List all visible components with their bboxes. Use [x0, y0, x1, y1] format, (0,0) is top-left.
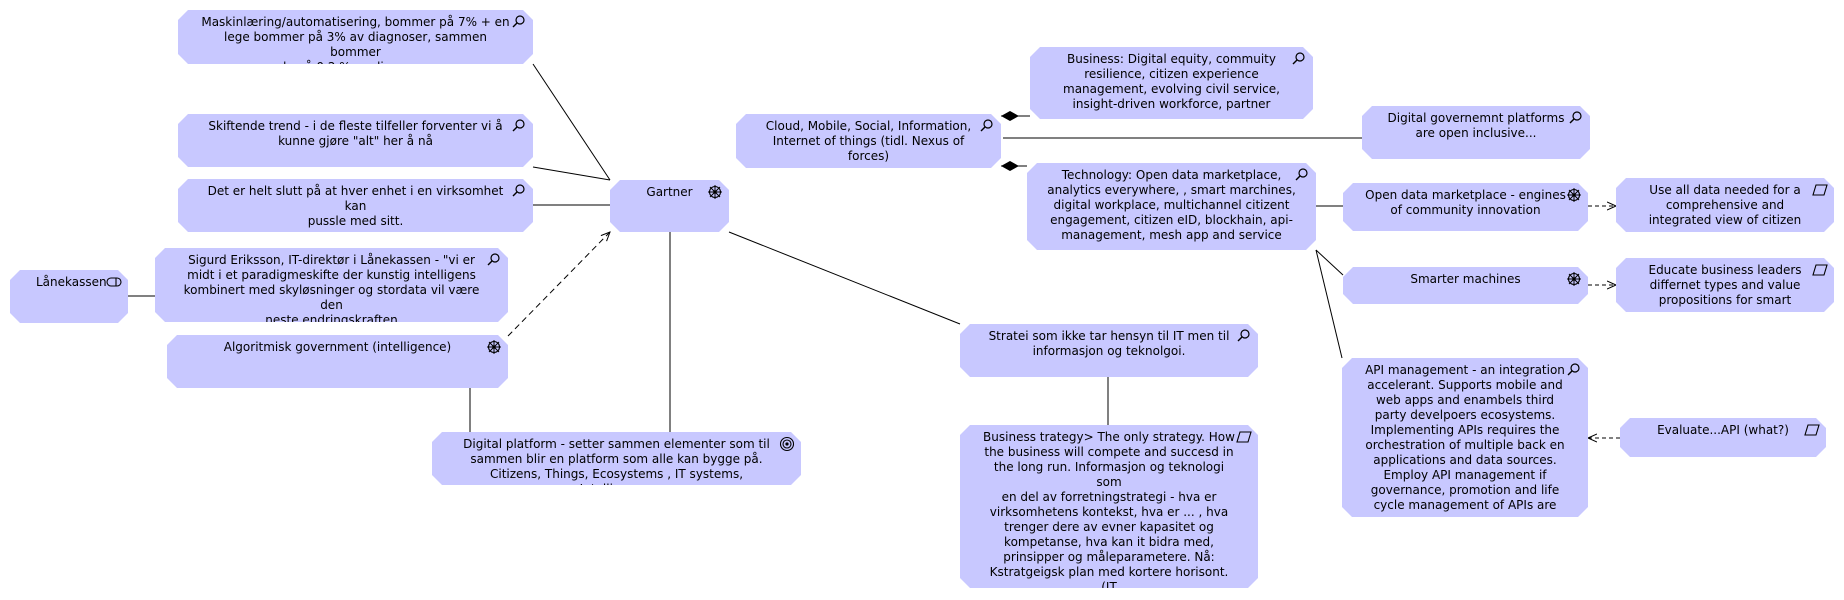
node-open-data-marketplace[interactable]: Open data marketplace - engines of commu…	[1343, 183, 1588, 231]
edge-tech-api	[1315, 249, 1343, 359]
magnifier-icon	[1291, 51, 1307, 67]
node-maskinlaering[interactable]: Maskinlæring/automatisering, bommer på 7…	[178, 10, 533, 64]
edge-tech-smarter	[1315, 249, 1344, 276]
node-label: Maskinlæring/automatisering, bommer på 7…	[201, 15, 510, 59]
magnifier-icon	[511, 118, 527, 134]
requirement-icon	[1236, 429, 1252, 445]
node-label: Digital platform - setter sammen element…	[463, 437, 770, 481]
magnifier-icon	[1236, 328, 1252, 344]
node-label: Cloud, Mobile, Social, Information, Inte…	[765, 119, 972, 163]
node-business[interactable]: Business: Digital equity, commuity resil…	[1030, 47, 1313, 119]
node-helt-slutt[interactable]: Det er helt slutt på at hver enhet i en …	[178, 179, 533, 232]
magnifier-icon	[511, 14, 527, 30]
node-skiftende-trend[interactable]: Skiftende trend - i de fleste tilfeller …	[178, 114, 533, 167]
node-label: Evaluate...API (what?)	[1657, 423, 1789, 437]
node-label: Business: Digital equity, commuity resil…	[1063, 52, 1280, 111]
node-label: Digital governemnt platforms are open in…	[1387, 111, 1565, 140]
edge-skift-gartner	[532, 166, 611, 181]
node-sigurd-eriksson[interactable]: Sigurd Eriksson, IT-direktør i Lånekasse…	[155, 248, 508, 322]
node-use-all-data[interactable]: Use all data needed for a comprehensive …	[1616, 178, 1834, 232]
node-label: Skiftende trend - i de fleste tilfeller …	[208, 119, 503, 148]
node-digital-platform[interactable]: Digital platform - setter sammen element…	[432, 432, 801, 485]
magnifier-icon	[1568, 110, 1584, 126]
driver-icon	[1566, 271, 1582, 287]
node-label: Lånekassen	[36, 275, 107, 289]
edge-gartner-stratei	[728, 231, 961, 325]
requirement-icon	[1812, 182, 1828, 198]
node-cloud-mobile-social[interactable]: Cloud, Mobile, Social, Information, Inte…	[736, 114, 1001, 168]
node-smarter-machines[interactable]: Smarter machines	[1343, 267, 1588, 304]
role-icon	[106, 274, 122, 290]
node-label: Business trategy> The only strategy. How…	[983, 430, 1235, 588]
node-label: Open data marketplace - engines of commu…	[1365, 188, 1566, 217]
node-educate-business-leaders[interactable]: Educate business leaders differnet types…	[1616, 258, 1834, 312]
node-label: Educate business leaders differnet types…	[1648, 263, 1802, 307]
goal-icon	[779, 436, 795, 452]
magnifier-icon	[486, 252, 502, 268]
node-business-strategy[interactable]: Business trategy> The only strategy. How…	[960, 425, 1258, 588]
composition-diamond-business	[1001, 111, 1019, 121]
node-label: Gartner	[646, 185, 693, 199]
node-label: Det er helt slutt på at hver enhet i en …	[207, 184, 504, 228]
node-api-management[interactable]: API management - an integration accelera…	[1342, 358, 1588, 517]
edge-maskin-gartner	[532, 63, 611, 181]
requirement-icon	[1804, 422, 1820, 438]
driver-icon	[707, 184, 723, 200]
magnifier-icon	[1294, 167, 1310, 183]
driver-icon	[1566, 187, 1582, 203]
node-laanekassen[interactable]: Lånekassen	[10, 270, 128, 323]
composition-diamond-tech	[1001, 161, 1019, 171]
driver-icon	[486, 339, 502, 355]
magnifier-icon	[511, 183, 527, 199]
node-label: Technology: Open data marketplace, analy…	[1047, 168, 1296, 242]
node-digital-government-platforms[interactable]: Digital governemnt platforms are open in…	[1362, 106, 1590, 159]
node-label: Algoritmisk government (intelligence)	[223, 340, 452, 354]
node-label: Use all data needed for a comprehensive …	[1648, 183, 1802, 227]
requirement-icon	[1812, 262, 1828, 278]
node-algoritmisk-government[interactable]: Algoritmisk government (intelligence)	[167, 335, 508, 388]
edge-algo-gartner	[507, 232, 610, 337]
node-label: Sigurd Eriksson, IT-direktør i Lånekasse…	[183, 253, 480, 322]
node-label: API management - an integration accelera…	[1365, 363, 1565, 512]
node-technology[interactable]: Technology: Open data marketplace, analy…	[1027, 163, 1316, 250]
node-evaluate-api[interactable]: Evaluate...API (what?)	[1620, 418, 1826, 457]
node-label: Stratei som ikke tar hensyn til IT men t…	[988, 329, 1230, 358]
magnifier-icon	[979, 118, 995, 134]
node-label: Smarter machines	[1410, 272, 1521, 286]
node-gartner[interactable]: Gartner	[610, 180, 729, 232]
magnifier-icon	[1566, 362, 1582, 378]
node-stratei[interactable]: Stratei som ikke tar hensyn til IT men t…	[960, 324, 1258, 377]
